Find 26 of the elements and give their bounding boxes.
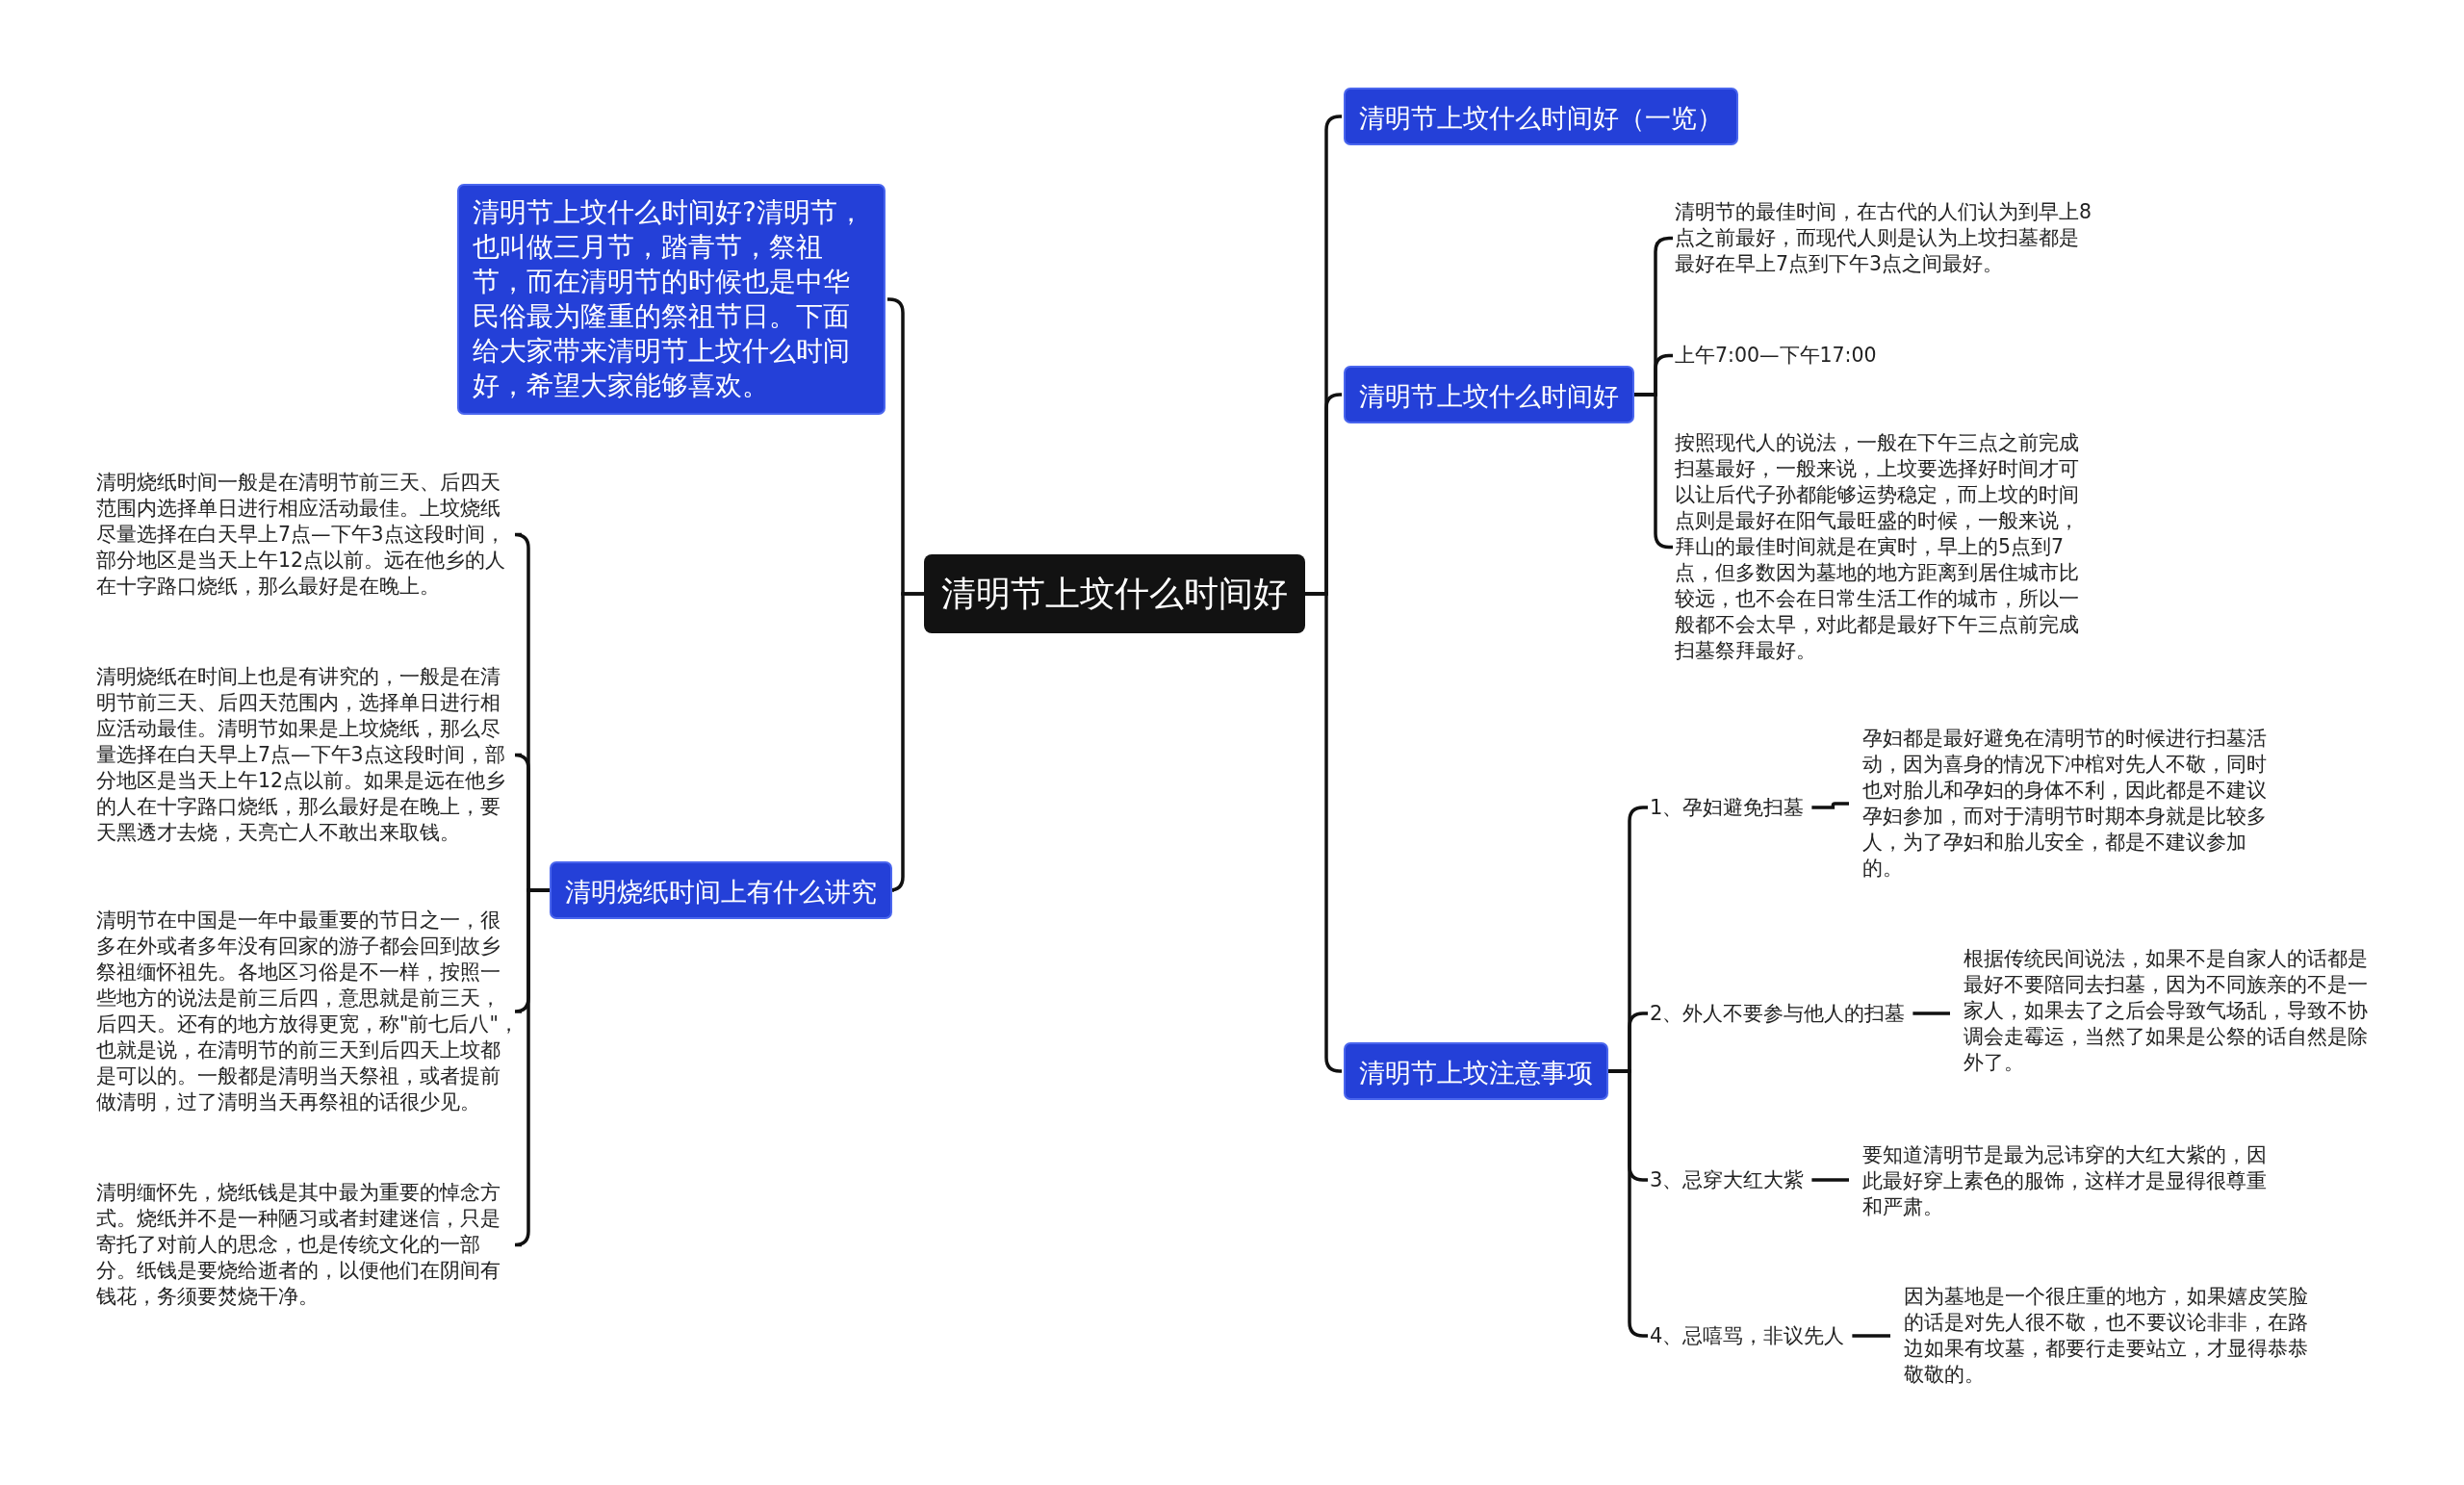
note-text: 清明缅怀先，烧纸钱是其中最为重要的悼念方式。烧纸并不是一种陋习或者封建迷信，只是寄托了对前人的思念，也是传统文化的一部分。纸钱是要烧给逝者的，以便他们在阴间有钱花，务须要焚烧干净。 — [96, 1180, 520, 1310]
note-text: 因为墓地是一个很庄重的地方，如果嬉皮笑脸的话是对先人很不敬，也不要议论非非，在路边如果有坟墓，都要行走要站立，才显得恭恭敬敬的。 — [1904, 1284, 2327, 1388]
connector — [1811, 1178, 1849, 1182]
connector — [1852, 1334, 1890, 1338]
note-text: 要知道清明节是最为忌讳穿的大红大紫的，因此最好穿上素色的服饰，这样才是显得很尊重和严肃。 — [1862, 1142, 2286, 1220]
note-text: 清明烧纸时间一般是在清明节前三天、后四天范围内选择单日进行相应活动最佳。上坟烧纸尽量选择在白天早上7点—下午3点这段时间，部分地区是当天上午12点以前。远在他乡的人在十字路口烧纸，那么最好是在晚上。 — [96, 470, 520, 600]
note-text: 上午7:00—下午17:00 — [1675, 343, 2098, 369]
item-label: 2、外人不要参与他人的扫墓 — [1650, 999, 1906, 1028]
central-topic: 清明节上坟什么时间好 — [924, 554, 1305, 633]
note-text: 根据传统民间说法，如果不是自家人的话都是最好不要陪同去扫墓，因为不同族亲的不是一家人，如果去了之后会导致气场乱，导致不协调会走霉运，当然了如果是公祭的话自然是除外了。 — [1964, 946, 2387, 1076]
topic-box: 清明节上坟注意事项 — [1344, 1042, 1608, 1100]
connector — [1912, 1011, 1950, 1015]
note-text: 清明节在中国是一年中最重要的节日之一，很多在外或者多年没有回家的游子都会回到故乡祭祖缅怀祖先。各地区习俗是不一样，按照一些地方的说法是前三后四，意思就是前三天，后四天。还有的地方放得更宽，称"前七后八"，也就是说，在清明节的前三天到后四天上坟都是可以的。一般都是清明当天祭祖，或者提前做清明，过了清明当天再祭祖的话很少见。 — [96, 908, 520, 1115]
topic-box: 清明节上坟什么时间好 — [1344, 366, 1634, 423]
note-text: 按照现代人的说法，一般在下午三点之前完成扫墓最好，一般来说，上坟要选择好时间才可以让后代子孙都能够运势稳定，而上坟的时间点则是最好在阳气最旺盛的时候，一般来说，拜山的最佳时间就是在寅时，早上的5点到7点，但多数因为墓地的地方距离到居住城市比较远，也不会在日常生活工作的城市，所以一般都不会太早，对此都是最好下午三点前完成扫墓祭拜最好。 — [1675, 430, 2098, 664]
note-text: 孕妇都是最好避免在清明节的时候进行扫墓活动，因为喜身的情况下冲棺对先人不敬，同时也对胎儿和孕妇的身体不利，因此都是不建议孕妇参加，而对于清明节时期本身就是比较多人，为了孕妇和胎儿安全，都是不建议参加的。 — [1862, 726, 2286, 882]
connector — [1811, 802, 1849, 809]
topic-box: 清明节上坟什么时间好?清明节，也叫做三月节，踏青节，祭祖节，而在清明节的时候也是中华民俗最为隆重的祭祖节日。下面给大家带来清明节上坟什么时间好，希望大家能够喜欢。 — [457, 184, 886, 415]
topic-box: 清明烧纸时间上有什么讲究 — [550, 861, 892, 919]
item-label: 3、忌穿大红大紫 — [1650, 1165, 1805, 1194]
connector — [513, 888, 550, 1247]
topic-box: 清明节上坟什么时间好（一览） — [1344, 88, 1738, 145]
note-text: 清明节的最佳时间，在古代的人们认为到早上8点之前最好，而现代人则是认为上坟扫墓都是最好在早上7点到下午3点之间最好。 — [1675, 199, 2098, 277]
note-text: 清明烧纸在时间上也是有讲究的，一般是在清明节前三天、后四天范围内，选择单日进行相应活动最佳。清明节如果是上坟烧纸，那么尽量选择在白天早上7点—下午3点这段时间，部分地区是当天上午12点以前。如果是远在他乡的人在十字路口烧纸，那么最好是在晚上，要天黑透才去烧，天亮亡人不敢出来取钱。 — [96, 664, 520, 846]
item-label: 1、孕妇避免扫墓 — [1650, 793, 1805, 822]
item-label: 4、忌嘻骂，非议先人 — [1650, 1321, 1845, 1350]
